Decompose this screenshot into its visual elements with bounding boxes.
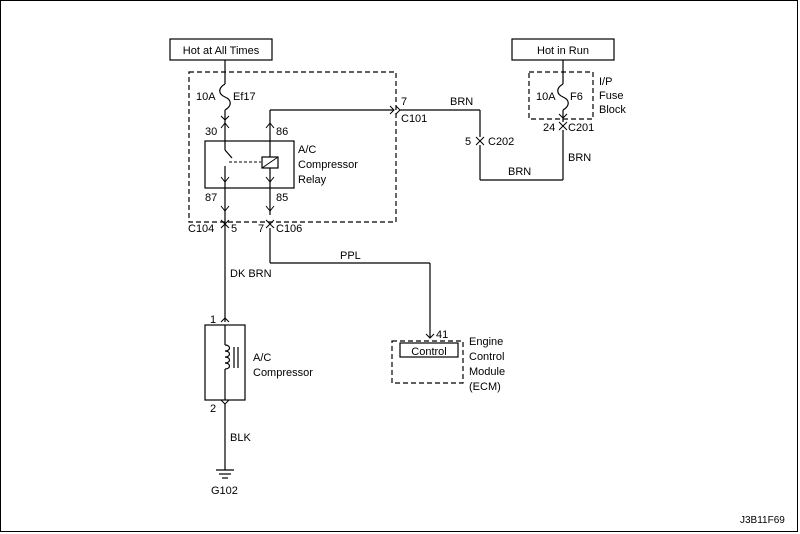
- fuse-ef17-id: Ef17: [233, 91, 256, 103]
- hot-at-all-times-label: Hot at All Times: [183, 45, 260, 57]
- c202-id: C202: [488, 136, 514, 148]
- c104-pin: 5: [231, 223, 237, 235]
- compressor-name-line-2: Compressor: [253, 367, 313, 379]
- relay-pin-87: 87: [205, 192, 217, 204]
- compressor-pin-1: 1: [210, 314, 216, 326]
- fuse-block-line-3: Block: [599, 104, 626, 116]
- c202-pin: 5: [465, 136, 471, 148]
- fuse-f6: 10A F6 I/P Fuse Block: [536, 60, 626, 122]
- brn-circuit: 7 C101 BRN 5 C202 BRN BRN 24 C201: [269, 96, 594, 181]
- fuse-f6-rating: 10A: [536, 91, 556, 103]
- ac-compressor: 1 2 A/C Compressor: [204, 314, 313, 415]
- fuse-block-line-1: I/P: [599, 76, 612, 88]
- c201-id: C201: [568, 122, 594, 134]
- blk-ground-circuit: BLK: [224, 404, 251, 470]
- relay-pin-30: 30: [205, 126, 217, 138]
- relay-name-line-1: A/C: [298, 144, 316, 156]
- c101-id: C101: [401, 113, 427, 125]
- ip-fuse-block-boundary: [528, 71, 594, 120]
- hot-in-run-label: Hot in Run: [537, 45, 589, 57]
- underhood-fuse-relay-boundary: [188, 71, 397, 223]
- dk-brn-wire-label: DK BRN: [230, 268, 272, 280]
- figure-code: J3B11F69: [740, 515, 785, 526]
- blk-wire-label: BLK: [230, 432, 251, 444]
- c104-id: C104: [188, 223, 214, 235]
- dk-brn-circuit: DK BRN: [224, 215, 272, 322]
- fuse-block-line-2: Fuse: [599, 90, 623, 102]
- ac-compressor-relay: 30 86 A/C Compressor Relay 87 85: [204, 120, 358, 215]
- ecm-name-line-1: Engine: [469, 336, 503, 348]
- relay-name-line-3: Relay: [298, 174, 327, 186]
- c106-id: C106: [276, 223, 302, 235]
- hot-in-run-source: Hot in Run: [511, 38, 615, 61]
- ppl-circuit: PPL 41: [269, 228, 448, 341]
- compressor-name-line-1: A/C: [253, 352, 271, 364]
- c201-pin: 24: [543, 122, 555, 134]
- brn-wire-label-right: BRN: [568, 152, 591, 164]
- brn-wire-label-bottom: BRN: [508, 166, 531, 178]
- c101-pin: 7: [401, 96, 407, 108]
- ecm-name-line-3: Module: [469, 366, 505, 378]
- brn-wire-label-top: BRN: [450, 96, 473, 108]
- c106-pin: 7: [258, 223, 264, 235]
- engine-control-module: Control Engine Control Module (ECM): [391, 336, 505, 393]
- ecm-name-line-2: Control: [469, 351, 504, 363]
- connector-c106: 7 C106: [258, 219, 302, 235]
- fuse-ef17: 10A Ef17: [196, 60, 256, 121]
- ground-g102: G102: [211, 469, 238, 497]
- ground-label: G102: [211, 485, 238, 497]
- ecm-name-line-4: (ECM): [469, 381, 501, 393]
- ecm-pin: 41: [436, 329, 448, 341]
- compressor-pin-2: 2: [210, 403, 216, 415]
- ecm-control-label: Control: [411, 346, 446, 358]
- ppl-wire-label: PPL: [340, 250, 361, 262]
- hot-at-all-times-source: Hot at All Times: [169, 38, 273, 61]
- relay-name-line-2: Compressor: [298, 159, 358, 171]
- fuse-ef17-rating: 10A: [196, 91, 216, 103]
- relay-pin-86: 86: [276, 126, 288, 138]
- relay-pin-85: 85: [276, 192, 288, 204]
- fuse-f6-id: F6: [570, 91, 583, 103]
